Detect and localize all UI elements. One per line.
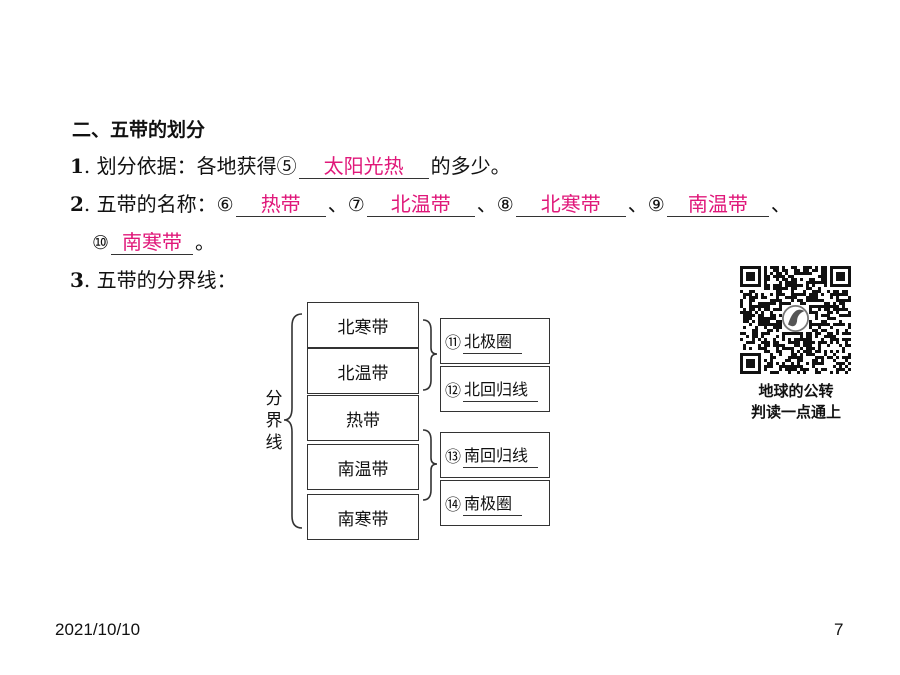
boundary-mark: ⑪ (445, 333, 462, 352)
zone-tropical: 热带 (307, 395, 419, 441)
boundary-name: 南极圈 (463, 490, 523, 516)
zone-south-frigid: 南寒带 (307, 494, 419, 540)
q2-end: 。 (195, 230, 216, 254)
q2-mark-8: ⑧ (496, 194, 514, 216)
q2-sep: 、 (770, 192, 791, 216)
boundary-name: 北极圈 (463, 328, 523, 354)
footer-date: 2021/10/10 (55, 620, 141, 639)
right-brace-south (422, 429, 438, 501)
qr-code-icon (740, 266, 851, 374)
side-label-char: 界 (265, 411, 283, 431)
q2-answer-6: 热带 (235, 192, 326, 217)
q2-mark-7: ⑦ (347, 194, 365, 216)
right-brace-north (422, 319, 438, 391)
question-3: 3. 五带的分界线： (70, 268, 237, 292)
boundary-mark: ⑭ (445, 495, 462, 514)
qr-code[interactable] (740, 266, 851, 374)
qr-caption-line1: 地球的公转 (758, 382, 834, 400)
q2-sep: 、 (476, 192, 497, 216)
q1-suffix: 的多少。 (430, 154, 511, 178)
boundary-mark: ⑬ (445, 447, 462, 466)
q2-mark-10: ⑩ (92, 232, 110, 254)
q2-answer-10: 南寒带 (111, 230, 194, 255)
q2-sep: 、 (627, 192, 648, 216)
left-brace (283, 313, 303, 529)
zone-north-temperate: 北温带 (307, 348, 419, 394)
q1-number: 1 (70, 154, 84, 178)
q2-number: 2 (70, 192, 84, 216)
zone-north-frigid: 北寒带 (307, 302, 419, 348)
q2-sep: 、 (327, 192, 348, 216)
q2-answer-9: 南温带 (666, 192, 769, 217)
q2-mark-9: ⑨ (647, 194, 665, 216)
boundary-side-label: 分 界 线 (262, 388, 286, 454)
qr-caption-line2: 判读一点通上 (750, 403, 841, 421)
q2-label: 五带的名称： (96, 192, 217, 216)
boundary-name: 北回归线 (463, 376, 539, 402)
q2-mark-6: ⑥ (216, 194, 234, 216)
boundary-name: 南回归线 (463, 442, 539, 468)
diagram-braces (283, 313, 438, 529)
boundary-mark: ⑫ (445, 381, 462, 400)
side-label-char: 线 (265, 433, 283, 453)
q3-number: 3 (70, 268, 84, 292)
zone-south-temperate: 南温带 (307, 444, 419, 490)
side-label-char: 分 (265, 389, 283, 409)
q1-label: 划分依据：各地获得⑤ (96, 154, 297, 178)
q2-answer-8: 北寒带 (515, 192, 626, 217)
q1-answer: 太阳光热 (298, 154, 429, 179)
q3-label: 五带的分界线： (96, 268, 237, 292)
q2-answer-7: 北温带 (366, 192, 475, 217)
section-title: 二、五带的划分 (72, 119, 206, 141)
footer-page-number: 7 (834, 620, 844, 639)
